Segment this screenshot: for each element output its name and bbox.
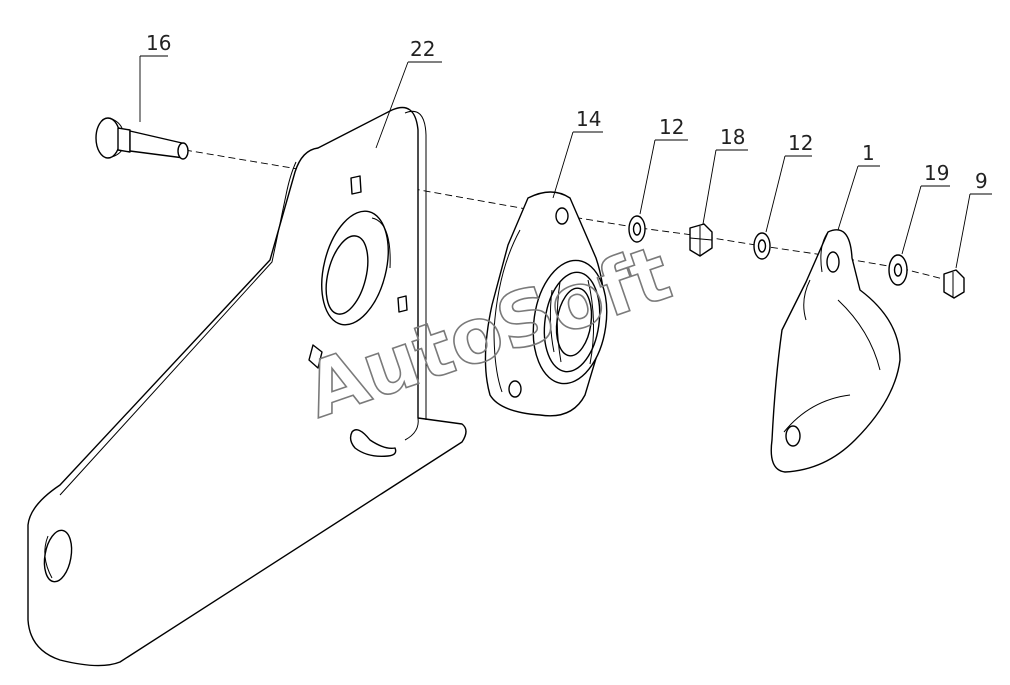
bolt-tip [177, 142, 189, 160]
bolt-head [95, 117, 121, 159]
callout-14: 14 [576, 107, 601, 131]
housing-inner-contour [783, 279, 881, 433]
callout-18: 18 [720, 125, 745, 149]
nut-9-body [943, 269, 965, 299]
part-16-bolt [95, 117, 189, 160]
bracket-slot [349, 429, 397, 458]
leader-12a [639, 139, 688, 215]
leader-14 [552, 131, 603, 199]
bracket-mount-hole-rim [44, 535, 53, 579]
bracket-boss-hole [325, 235, 369, 315]
housing-top-hole [826, 251, 840, 273]
leader-12b [765, 155, 812, 233]
washer-19-hole [893, 263, 903, 277]
leader-9 [955, 193, 992, 269]
part-18-hex-nut [689, 223, 713, 257]
hex-nut-body [689, 223, 713, 257]
part-1-housing-cover [770, 229, 901, 473]
bracket-fold-edge [404, 417, 419, 441]
part-9-nut [943, 269, 965, 299]
part-14-flange-bearing [484, 191, 608, 417]
callout-1: 1 [862, 141, 875, 165]
hex-nut-edges [689, 226, 713, 256]
leader-18 [702, 149, 748, 225]
leader-19 [901, 185, 950, 255]
part-12-washer-b [753, 232, 771, 260]
leader-22 [375, 61, 442, 149]
leader-16 [139, 55, 168, 122]
flange-bottom-hole [508, 380, 522, 398]
washer-a-hole [632, 222, 642, 236]
flange-top-hole [555, 207, 569, 225]
callout-12-first: 12 [659, 115, 684, 139]
flange-back-edge [493, 229, 521, 393]
bolt-square-neck [117, 127, 131, 153]
bracket-plate-inner-edge [59, 110, 427, 496]
washer-b-hole [757, 239, 767, 253]
bracket-boss-rim [371, 217, 391, 269]
callout-19: 19 [924, 161, 949, 185]
callout-16: 16 [146, 31, 171, 55]
part-12-washer-a [628, 215, 646, 243]
bracket-notch [308, 344, 323, 369]
leader-1 [837, 165, 880, 231]
bracket-square-hole-mid [397, 295, 408, 313]
bearing-balls [549, 279, 595, 365]
bolt-shank [129, 130, 185, 159]
part-19-washer [888, 254, 908, 286]
callout-12-second: 12 [788, 131, 813, 155]
part-22-bracket [27, 106, 467, 667]
callout-22: 22 [410, 37, 435, 61]
housing-body [770, 229, 901, 473]
bracket-square-hole-top [350, 175, 362, 195]
callout-9: 9 [975, 169, 988, 193]
housing-bottom-hole [785, 425, 801, 447]
housing-mount-ear [820, 231, 829, 273]
